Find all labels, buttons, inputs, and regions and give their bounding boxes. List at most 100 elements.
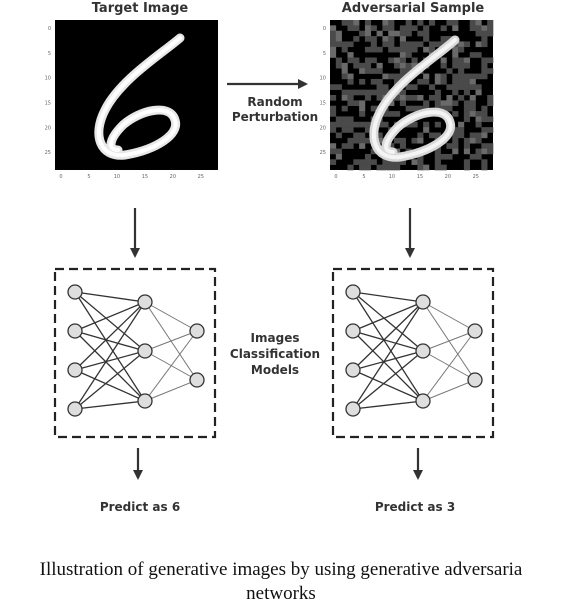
noise-pixel: [347, 137, 354, 144]
noise-pixel: [359, 143, 366, 149]
noise-pixel: [452, 100, 459, 107]
noise-pixel: [469, 78, 476, 85]
noise-pixel: [347, 57, 354, 64]
noise-pixel: [487, 127, 494, 133]
noise-pixel: [399, 62, 406, 69]
noise-pixel: [417, 164, 424, 171]
noise-pixel: [376, 95, 383, 101]
noise-pixel: [434, 89, 441, 96]
noise-pixel: [411, 137, 418, 144]
noise-pixel: [428, 46, 436, 53]
noise-pixel: [376, 84, 383, 90]
noise-pixel: [359, 78, 366, 85]
noise-pixel: [458, 62, 465, 69]
noise-pixel: [335, 153, 342, 160]
network-edge: [144, 301, 198, 332]
noise-pixel: [463, 84, 471, 90]
noise-pixel: [475, 132, 482, 139]
noise-pixel: [347, 89, 354, 96]
noise-pixel: [475, 41, 482, 48]
x-tick-label: 15: [417, 174, 423, 180]
noise-pixel: [364, 164, 372, 171]
network-edge: [74, 301, 146, 332]
noise-pixel: [347, 100, 354, 107]
x-tick-label: 25: [198, 174, 204, 180]
noise-pixel: [428, 132, 436, 139]
noise-pixel: [359, 89, 366, 96]
noise-pixel: [481, 25, 488, 32]
noise-pixel: [364, 46, 372, 53]
noise-pixel: [463, 148, 471, 155]
network-edge: [144, 330, 198, 352]
noise-pixel: [463, 137, 471, 144]
noise-pixel: [417, 78, 424, 85]
noise-pixel: [405, 46, 412, 53]
noise-pixel: [382, 84, 389, 90]
noise-pixel: [364, 153, 372, 160]
noise-pixel: [399, 95, 406, 101]
noise-pixel: [481, 127, 488, 133]
noise-pixel: [353, 25, 360, 32]
noise-pixel: [452, 46, 459, 53]
y-tick-label: 15: [320, 100, 326, 106]
noise-pixel: [481, 62, 488, 69]
noise-pixel: [417, 95, 424, 101]
noise-pixel: [364, 57, 372, 64]
noise-pixel: [341, 121, 348, 128]
noise-pixel: [481, 57, 488, 64]
y-tick-label: 20: [45, 125, 51, 131]
network-edge: [74, 291, 146, 402]
noise-pixel: [405, 20, 412, 26]
noise-pixel: [423, 46, 430, 53]
noise-pixel: [376, 46, 383, 53]
noise-pixel: [370, 46, 377, 53]
noise-pixel: [434, 41, 441, 48]
network-edge: [74, 369, 146, 402]
noise-pixel: [353, 62, 360, 69]
noise-pixel: [458, 121, 465, 128]
network-edge: [352, 330, 424, 402]
noise-pixel: [405, 68, 412, 74]
noise-pixel: [353, 159, 360, 165]
noise-pixel: [388, 36, 395, 42]
noise-pixel: [463, 111, 471, 117]
noise-pixel: [440, 62, 447, 69]
noise-pixel: [452, 137, 459, 144]
network-edge: [74, 400, 146, 410]
noise-pixel: [394, 111, 401, 117]
noise-pixel: [359, 137, 366, 144]
noise-pixel: [364, 159, 372, 165]
noise-pixel: [417, 137, 424, 144]
noise-pixel: [463, 159, 471, 165]
network-edge: [74, 301, 146, 371]
noise-pixel: [330, 30, 337, 37]
noise-pixel: [411, 46, 418, 53]
noise-pixel: [487, 116, 494, 123]
noise-pixel: [481, 143, 488, 149]
noise-pixel: [376, 62, 383, 69]
x-tick-label: 5: [87, 174, 90, 180]
network-node: [137, 343, 153, 359]
noise-pixel: [376, 68, 383, 74]
noise-pixel: [347, 25, 354, 32]
noise-pixel: [399, 41, 406, 48]
noise-pixel: [335, 84, 342, 90]
noise-pixel: [458, 41, 465, 48]
noise-pixel: [341, 41, 348, 48]
network-node: [67, 401, 83, 417]
noise-pixel: [481, 148, 488, 155]
x-tick-label: 0: [59, 174, 62, 180]
noise-pixel: [335, 132, 342, 139]
noise-pixel: [428, 84, 436, 90]
network-node: [67, 362, 83, 378]
y-tick-label: 5: [323, 51, 326, 57]
noise-pixel: [411, 121, 418, 128]
noise-pixel: [388, 164, 395, 171]
noise-pixel: [376, 30, 383, 37]
noise-pixel: [370, 78, 377, 85]
network-edge: [74, 301, 146, 410]
noise-pixel: [330, 159, 337, 165]
network-edge: [74, 330, 146, 402]
noise-pixel: [382, 73, 389, 80]
noise-pixel: [330, 25, 337, 32]
